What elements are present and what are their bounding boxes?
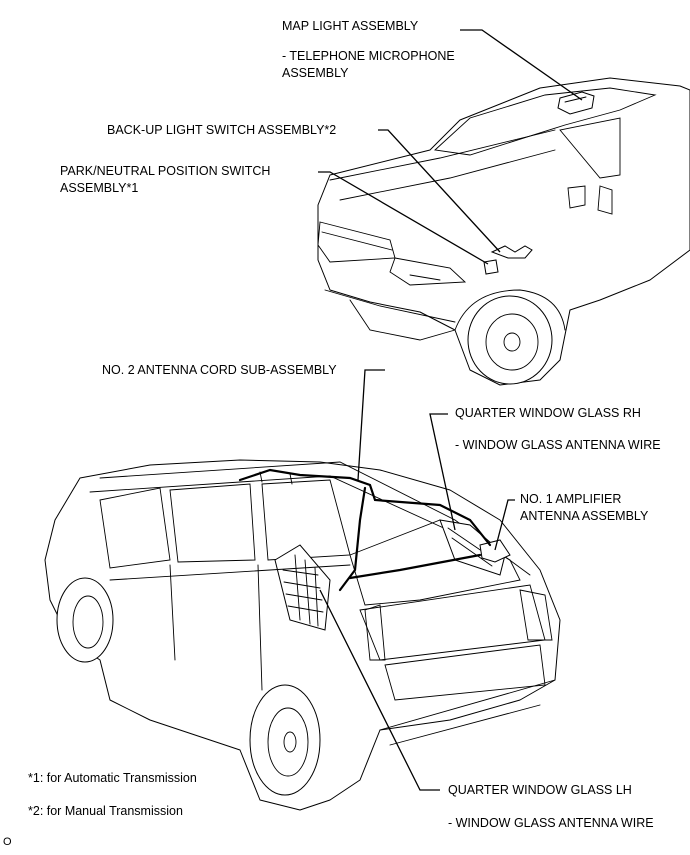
antenna-cord-label: NO. 2 ANTENNA CORD SUB-ASSEMBLY (102, 363, 337, 377)
telephone-microphone-label-line1: - TELEPHONE MICROPHONE (282, 49, 455, 63)
map-light-label: MAP LIGHT ASSEMBLY (282, 19, 419, 33)
quarter-window-rh-label: QUARTER WINDOW GLASS RH (455, 406, 641, 420)
telephone-microphone-label-line2: ASSEMBLY (282, 66, 349, 80)
park-neutral-switch-label-line1: PARK/NEUTRAL POSITION SWITCH (60, 164, 271, 178)
rear-vehicle-drawing (44, 459, 561, 811)
front-vehicle-drawing (317, 77, 690, 386)
backup-light-switch-label: BACK-UP LIGHT SWITCH ASSEMBLY*2 (107, 123, 337, 137)
park-neutral-switch-label-line2: ASSEMBLY*1 (60, 181, 139, 195)
figure-code: O (3, 836, 12, 848)
footnote-manual: *2: for Manual Transmission (28, 804, 183, 818)
antenna-wire-lh-label: - WINDOW GLASS ANTENNA WIRE (448, 816, 654, 830)
antenna-wire-rh-label: - WINDOW GLASS ANTENNA WIRE (455, 438, 661, 452)
quarter-window-lh-label: QUARTER WINDOW GLASS LH (448, 783, 632, 797)
amplifier-label-line2: ANTENNA ASSEMBLY (520, 509, 649, 523)
footnote-automatic: *1: for Automatic Transmission (28, 771, 197, 785)
amplifier-label-line1: NO. 1 AMPLIFIER (520, 492, 622, 506)
leader-lines (318, 29, 583, 791)
